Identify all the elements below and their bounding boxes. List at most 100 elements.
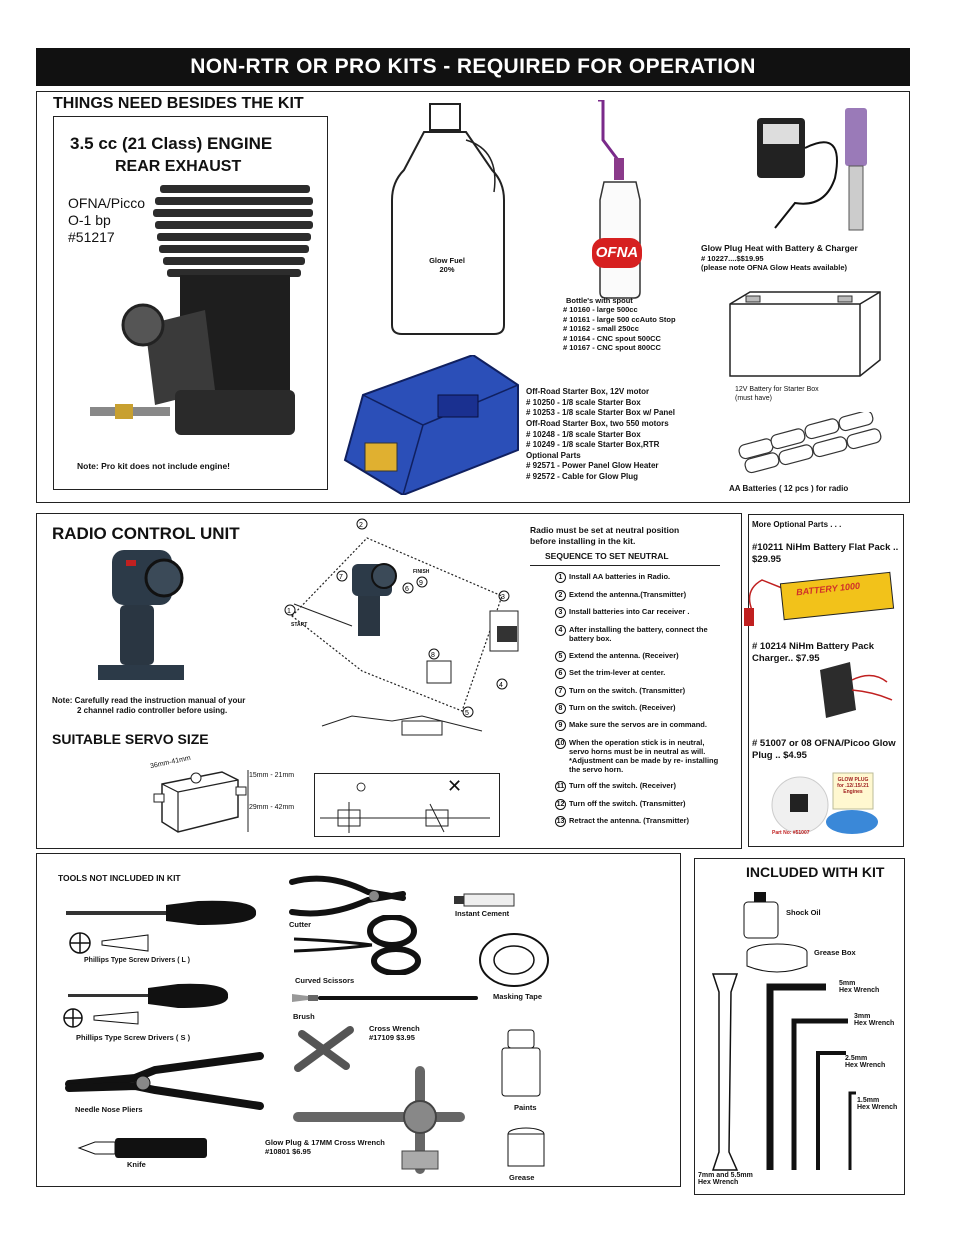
grease-box-image	[746, 943, 808, 973]
hex-wrench-7mm-type: Hex Wrench	[698, 1179, 739, 1186]
battery-12v-label-note: (must have)	[735, 394, 772, 402]
neutral-intro-line2: before installing in the kit.	[530, 536, 636, 547]
starter-box-info-line: # 10253 - 1/8 scale Starter Box w/ Panel	[526, 408, 675, 418]
starter-box-info-line: Optional Parts	[526, 450, 581, 460]
starter-box-info-line: Off-Road Starter Box, 12V motor	[526, 387, 650, 396]
correct-mark: ○	[355, 776, 368, 798]
step-text: Turn off the switch. (Transmitter)	[569, 799, 686, 808]
transmitter-image	[98, 550, 184, 680]
hex-wrench-5mm-type: Hex Wrench	[839, 987, 880, 994]
optional-item-charger: # 10214 NiHm Battery Pack Charger.. $7.9…	[752, 641, 874, 665]
start-label: START	[291, 622, 308, 628]
engine-image	[90, 185, 313, 435]
glow-plug-wrench-image	[293, 1066, 465, 1174]
starter-box-info: Off-Road Starter Box, 12V motor # 10250 …	[526, 387, 675, 483]
glow-heater-info-line: (please note OFNA Glow Heats available)	[701, 263, 848, 272]
servo-horn-panel	[314, 773, 500, 837]
optional-item-battery: #10211 NiHm Battery Flat Pack .. $29.95	[752, 542, 899, 566]
glowplug-card-sizes: for .12/.15/.21	[837, 783, 869, 789]
paints-image	[501, 1029, 541, 1097]
bottle-info-line: # 10162 - small 250cc	[563, 324, 639, 334]
svg-text:1: 1	[287, 608, 291, 615]
engine-subtitle: REAR EXHAUST	[115, 158, 242, 175]
starter-box-info-line: # 10249 - 1/8 scale Starter Box,RTR	[526, 440, 660, 450]
starter-box-info-line: # 92571 - Power Panel Glow Heater	[526, 461, 659, 471]
hex-wrench-15mm-size: 1.5mm	[857, 1097, 880, 1104]
wrong-mark: ✕	[447, 776, 463, 796]
phillips-s-label: Phillips Type Screw Drivers ( S )	[76, 1033, 191, 1042]
fuel-jug-image	[391, 103, 505, 335]
engine-note: Note: Pro kit does not include engine!	[77, 461, 231, 471]
radio-note: Note: Carefully read the instruction man…	[52, 696, 245, 716]
knife-image	[77, 1138, 207, 1158]
step-text: Turn on the switch. (Receiver)	[569, 703, 676, 712]
step-text: Install batteries into Car receiver .	[569, 607, 690, 616]
needle-nose-pliers-image	[65, 1052, 264, 1110]
cutter-image	[289, 875, 406, 917]
step-number: 5	[555, 651, 566, 662]
hex-wrench-5mm-label: 5mm Hex Wrench	[839, 980, 879, 994]
instant-cement-image	[454, 893, 515, 907]
optional-item-glowplug: # 51007 or 08 OFNA/Picoo Glow Plug .. $4…	[752, 738, 896, 762]
svg-text:4: 4	[499, 682, 503, 689]
bottle-info: Bottle's with spout # 10160 - large 500c…	[563, 296, 676, 352]
engine-title: 3.5 cc (21 Class) ENGINE	[70, 134, 273, 153]
charger-image	[820, 662, 893, 718]
aa-batteries-label: AA Batteries ( 12 pcs ) for radio	[729, 484, 849, 493]
glow-plug-wrench-name: Glow Plug & 17MM Cross Wrench	[265, 1138, 385, 1147]
optional-heading: More Optional Parts . . .	[752, 520, 842, 529]
step-text: Turn off the switch. (Receiver)	[569, 781, 676, 790]
cross-wrench-label: Cross Wrench #17109 $3.95	[369, 1024, 420, 1042]
hex-wrench-7mm-image	[711, 973, 739, 1171]
step-number: 1	[555, 572, 566, 583]
radio-section	[36, 513, 742, 849]
svg-text:3: 3	[501, 594, 505, 601]
glowplug-card-image	[771, 772, 878, 834]
glow-heater-info-line: Glow Plug Heat with Battery & Charger	[701, 243, 858, 253]
svg-text:2: 2	[359, 522, 363, 529]
step-number: 12	[555, 799, 566, 810]
hex-wrench-5mm-size: 5mm	[839, 980, 856, 987]
tools-heading: TOOLS NOT INCLUDED IN KIT	[58, 873, 181, 883]
cross-wrench-price: #17109 $3.95	[369, 1033, 415, 1042]
servo-width: 15mm - 21mm	[249, 772, 295, 779]
battery-12v-label: 12V Battery for Starter Box (must have)	[735, 386, 819, 404]
starter-box-info-line: # 92572 - Cable for Glow Plug	[526, 472, 639, 481]
svg-text:6: 6	[405, 586, 409, 593]
glowplug-card-text: GLOW PLUG for .12/.15/.21 Engines	[834, 777, 872, 795]
aa-batteries-image	[738, 412, 882, 474]
fuel-label-percent: 20%	[439, 265, 455, 275]
step-number: 9	[555, 720, 566, 731]
bottle-info-line: # 10161 - large 500 ccAuto Stop	[563, 314, 676, 324]
step-number: 4	[555, 625, 566, 636]
neutral-intro-line1: Radio must be set at neutral position	[530, 525, 680, 535]
included-heading: INCLUDED WITH KIT	[746, 864, 885, 880]
things-heading: THINGS NEED BESIDES THE KIT	[53, 95, 304, 112]
masking-tape-label: Masking Tape	[493, 992, 543, 1001]
servo-image	[153, 770, 249, 833]
brush-label: Brush	[293, 1012, 315, 1021]
engine-model-number: #51217	[68, 229, 115, 245]
cutter-label: Cutter	[289, 920, 312, 929]
hex-wrench-15mm-type: Hex Wrench	[857, 1104, 898, 1111]
step-text: Set the trim-lever at center.	[569, 668, 666, 677]
glow-heater-info: Glow Plug Heat with Battery & Charger # …	[701, 243, 858, 272]
starter-box-image	[343, 355, 519, 495]
step-text: When the operation stick is in neutral, …	[569, 738, 719, 774]
starter-box-info-line: # 10248 - 1/8 scale Starter Box	[526, 429, 641, 439]
masking-tape-image	[479, 933, 549, 987]
step-text: Install AA batteries in Radio.	[569, 572, 671, 581]
radio-note-line2: 2 channel radio controller before using.	[77, 706, 228, 715]
step-number: 10	[555, 738, 566, 749]
finish-label: FINISH	[413, 569, 430, 575]
starter-box-info-line: # 10250 - 1/8 scale Starter Box	[526, 397, 641, 407]
hex-wrench-7mm-label: 7mm and 5.5mm Hex Wrench	[698, 1172, 753, 1186]
engine-panel	[53, 116, 328, 490]
neutral-intro: Radio must be set at neutral position be…	[530, 525, 679, 547]
hex-wrench-3mm-size: 3mm	[854, 1013, 871, 1020]
